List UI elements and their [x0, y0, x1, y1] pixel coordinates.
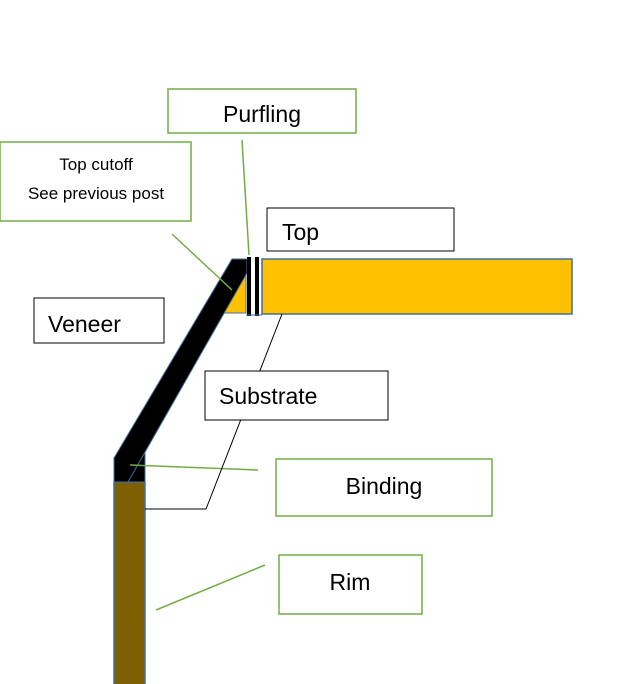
top-cutoff-label-box [0, 141, 192, 222]
purfling-label: Purfling [223, 101, 301, 127]
top-plate [261, 258, 573, 315]
top-label: Top [282, 219, 319, 245]
top-cutoff-label-line1: Top cutoff [59, 155, 133, 174]
rim-callout-line [155, 564, 266, 611]
binding-callout-line [129, 464, 259, 471]
rim-label-box [278, 554, 423, 615]
binding-label-box [275, 458, 493, 517]
purfling-label-box [167, 88, 357, 134]
purfling-strip-inner [255, 257, 259, 316]
rim [113, 481, 146, 684]
rim-label: Rim [330, 569, 371, 595]
purfling-strip-outer [247, 257, 251, 316]
veneer-label: Veneer [48, 311, 121, 337]
purfling-callout-line [241, 139, 250, 256]
binding-label: Binding [346, 473, 423, 499]
top-cutoff-label-line2: See previous post [28, 184, 164, 203]
top-cutoff-callout-line [171, 233, 233, 291]
veneer-label-box [33, 297, 165, 344]
top-label-box [266, 207, 455, 252]
substrate-label-box [204, 370, 389, 421]
substrate-label: Substrate [219, 383, 317, 409]
